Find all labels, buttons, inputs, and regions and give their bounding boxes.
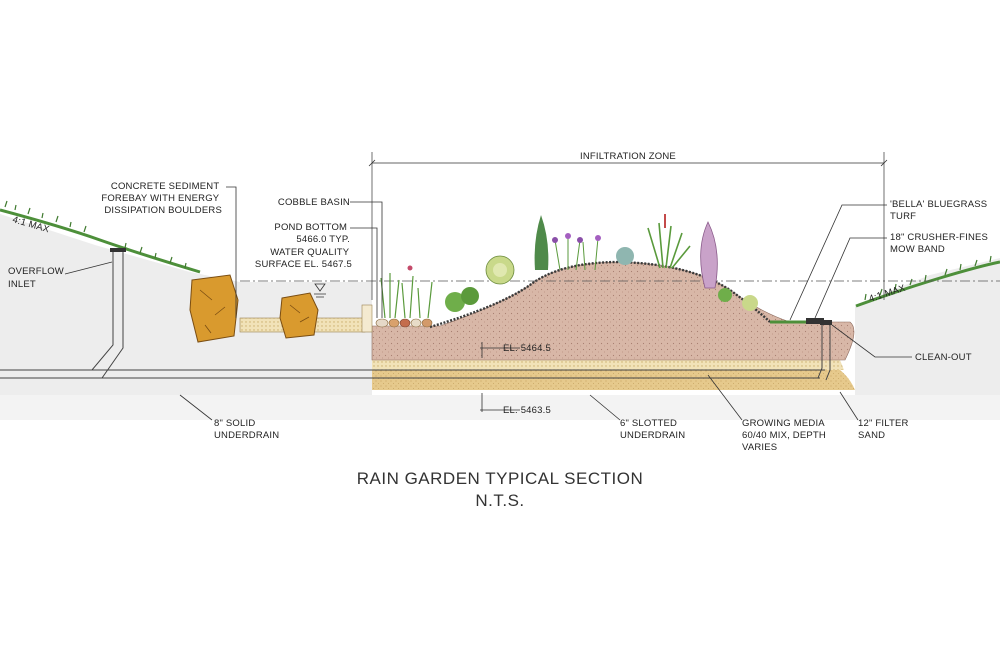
gravel-layer <box>372 360 844 370</box>
label-bluegrass-turf: 'BELLA' BLUEGRASS TURF <box>890 199 990 222</box>
leader-el-upper <box>480 342 520 358</box>
forebay-wall <box>361 304 373 333</box>
leader-pond-bottom <box>350 227 378 318</box>
boulder-left-cracks <box>199 289 226 334</box>
label-pond-bottom: POND BOTTOM 5466.0 TYP. <box>274 222 350 245</box>
ground-below <box>0 395 1000 420</box>
filter-sand-layer <box>372 370 855 390</box>
right-slope-grass-tufts <box>864 255 992 301</box>
existing-ground <box>0 214 1000 395</box>
leader-overflow <box>64 261 113 275</box>
clean-out-riser <box>817 325 831 381</box>
label-slotted-underdrain: 6" SLOTTED UNDERDRAIN <box>620 418 685 441</box>
label-filter-sand: 12" FILTER SAND <box>858 418 911 441</box>
zone-dim-ticks <box>368 159 888 167</box>
diagram-title: RAIN GARDEN TYPICAL SECTION <box>357 469 644 488</box>
leader-clean-out <box>831 324 912 358</box>
label-crusher-fines: 18" CRUSHER-FINES MOW BAND <box>890 232 991 255</box>
left-slope-grass-tufts <box>4 200 187 269</box>
solid-underdrain-pipe <box>92 369 825 379</box>
label-el-lower: EL. 5463.5 <box>503 405 551 416</box>
leader-growing-media <box>707 374 743 421</box>
leader-solid-underdrain <box>179 394 213 421</box>
cobble-stones <box>375 318 433 328</box>
boulder-right-cracks <box>289 304 310 323</box>
diagram-subtitle: N.T.S. <box>475 491 524 510</box>
leader-slotted <box>589 394 621 421</box>
right-slope-grass <box>855 260 1000 308</box>
leader-bluegrass <box>789 204 887 321</box>
overflow-inlet-pipe <box>0 252 124 379</box>
growing-media <box>371 261 855 361</box>
label-overflow-inlet: OVERFLOW INLET <box>8 266 67 290</box>
label-water-quality: WATER QUALITY SURFACE EL. 5467.5 <box>255 247 352 270</box>
label-clean-out: CLEAN-OUT <box>915 352 972 363</box>
label-cobble-basin: COBBLE BASIN <box>278 197 350 208</box>
mow-band <box>806 318 824 324</box>
water-level-symbol <box>314 283 326 298</box>
leader-cobble <box>350 201 383 318</box>
label-el-upper: EL. 5464.5 <box>503 343 551 354</box>
boulder-right <box>279 292 319 339</box>
label-growing-media: GROWING MEDIA 60/40 MIX, DEPTH VARIES <box>742 418 829 453</box>
label-solid-underdrain: 8" SOLID UNDERDRAIN <box>214 418 279 441</box>
leader-crusher <box>814 237 887 319</box>
infiltration-zone-label: INFILTRATION ZONE <box>580 151 676 162</box>
label-concrete-forebay: CONCRETE SEDIMENT FOREBAY WITH ENERGY DI… <box>101 181 222 216</box>
leader-filter-sand <box>839 391 859 421</box>
leader-el-lower <box>480 393 520 412</box>
boulder-left <box>189 274 239 343</box>
leader-forebay <box>226 186 237 318</box>
left-slope-grass <box>0 208 201 274</box>
clean-out-cap <box>820 320 832 325</box>
overflow-inlet-grate <box>110 248 126 252</box>
plants <box>380 214 758 319</box>
